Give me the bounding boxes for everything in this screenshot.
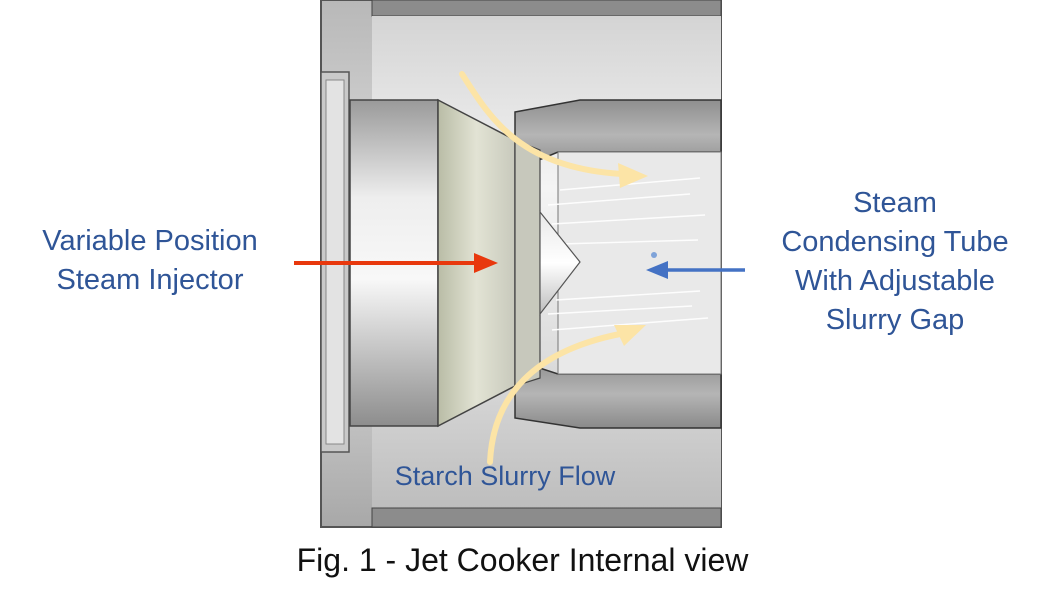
label-starch-slurry-flow: Starch Slurry Flow <box>370 458 640 494</box>
label-variable-position-steam-injector: Variable Position Steam Injector <box>10 222 290 300</box>
condensing-tube-interior <box>558 152 721 374</box>
label-steam-condensing-tube: Steam Condensing Tube With Adjustable Sl… <box>750 184 1040 341</box>
figure-caption: Fig. 1 - Jet Cooker Internal view <box>0 542 1045 579</box>
